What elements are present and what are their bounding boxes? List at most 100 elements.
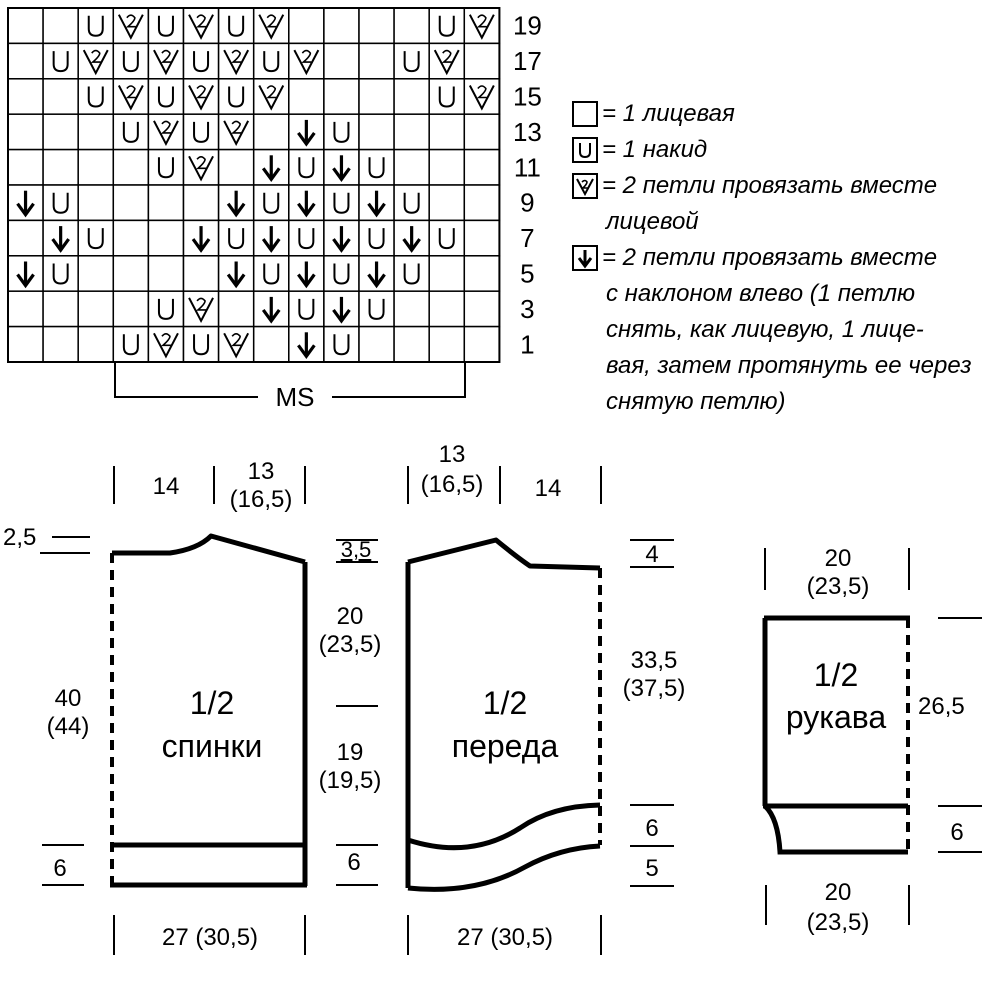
back-height-alt: (44) (47, 713, 90, 740)
yarn-over-cell (288, 290, 325, 328)
front-dimensions: 13 (16,5) 14 4 33,5 (37,5) 6 5 27 (30,5) (407, 441, 685, 955)
yarn-over-cell (147, 78, 185, 115)
knit-cell (217, 148, 255, 186)
yarn-over-cell (428, 219, 466, 257)
knit-cell (112, 219, 150, 257)
knit-cell (323, 78, 360, 115)
knit-cell (112, 184, 150, 222)
yarn-over-cell (323, 255, 360, 292)
knit-cell (358, 78, 395, 115)
knit-cell (428, 113, 466, 151)
legend-k2tog: = 2 петли провязать вместе (572, 168, 997, 204)
ssk-cell (217, 255, 255, 292)
back-piece: 1/2 спинки (110, 533, 308, 888)
sleeve-label-1: 1/2 (814, 657, 858, 693)
front-bottom-width: 27 (30,5) (457, 924, 553, 951)
yarn-over-cell (112, 42, 150, 80)
back-label-1: 1/2 (190, 685, 234, 721)
legend-ssk: = 2 петли провязать вместе (572, 240, 997, 276)
knit-cell (288, 78, 325, 115)
ssk-cell (288, 113, 325, 151)
knit-cell (42, 7, 79, 45)
yarn-over-cell (428, 78, 466, 115)
knit-cell (182, 255, 220, 292)
front-piece: 1/2 переда (405, 537, 602, 892)
k2tog-cell (217, 113, 255, 151)
knit-cell (112, 255, 150, 292)
k2tog-cell (147, 42, 185, 80)
middle-hem-dim: 6 (347, 849, 360, 876)
row-label: 17 (513, 46, 542, 76)
legend-yarn-over: = 1 накид (572, 132, 997, 168)
knit-cell (7, 219, 44, 257)
ssk-symbol-icon (572, 245, 598, 271)
k2tog-cell (147, 113, 185, 151)
yarn-over-cell (252, 42, 290, 80)
knit-cell (77, 255, 115, 292)
knit-cell (7, 325, 44, 363)
yarn-over-cell (252, 184, 290, 222)
yarn-over-cell (217, 7, 255, 45)
yarn-over-cell (77, 219, 115, 257)
k2tog-cell (112, 7, 150, 45)
legend-ssk-cont-2: снять, как лицевую, 1 лице- (572, 312, 997, 348)
knit-cell (358, 42, 395, 80)
armhole-dim: 20 (337, 603, 364, 630)
row-label: 1 (520, 329, 534, 359)
row-label: 19 (513, 11, 542, 41)
legend-ssk-cont-3: вая, затем протянуть ее через (572, 348, 997, 384)
stitch-chart (7, 7, 501, 363)
yarn-over-cell (393, 42, 430, 80)
knit-cell (463, 325, 501, 363)
knit-cell (147, 255, 185, 292)
yarn-over-cell (182, 42, 220, 80)
legend-ssk-text: = 2 петли провязать вместе (602, 244, 938, 271)
sleeve-bottom-dim: 20 (825, 879, 852, 906)
knit-cell (77, 290, 115, 328)
knit-cell (77, 184, 115, 222)
knit-cell (112, 290, 150, 328)
yarn-over-cell (112, 325, 150, 363)
legend-knit: = 1 лицевая (572, 96, 997, 132)
back-height: 40 (55, 685, 82, 712)
k2tog-cell (217, 42, 255, 80)
yarn-over-cell (147, 7, 185, 45)
knit-cell (7, 290, 44, 328)
ssk-cell (182, 219, 220, 257)
yarn-over-cell (147, 148, 185, 186)
knit-cell (7, 7, 44, 45)
yarn-over-cell (428, 7, 466, 45)
knit-cell (77, 113, 115, 151)
yarn-over-cell (323, 184, 360, 222)
knit-cell (7, 113, 44, 151)
ssk-cell (252, 290, 290, 328)
ssk-cell (7, 184, 44, 222)
knit-cell (288, 7, 325, 45)
k2tog-cell (252, 78, 290, 115)
sleeve-top-dim-alt: (23,5) (807, 573, 870, 600)
yarn-over-cell (323, 325, 360, 363)
knit-cell (463, 290, 501, 328)
knit-cell (217, 290, 255, 328)
yarn-over-cell (252, 255, 290, 292)
sleeve-bottom-dim-alt: (23,5) (807, 909, 870, 936)
side-dim: 19 (337, 739, 364, 766)
armhole-dim-alt: (23,5) (319, 631, 382, 658)
k2tog-cell (288, 42, 325, 80)
ssk-cell (288, 325, 325, 363)
knit-cell (323, 42, 360, 80)
row-label: 9 (520, 188, 534, 218)
back-label-2: спинки (162, 728, 263, 764)
ssk-cell (323, 148, 360, 186)
legend-ssk-text-3: снять, как лицевую, 1 лице- (606, 316, 924, 343)
back-shoulder-slope: 2,5 (3, 524, 36, 551)
symbol-legend: = 1 лицевая = 1 накид = 2 петли провязат… (572, 96, 997, 420)
knit-cell (77, 148, 115, 186)
chart-border (7, 7, 501, 363)
yarn-over-cell (358, 219, 395, 257)
k2tog-cell (217, 325, 255, 363)
front-label-1: 1/2 (483, 685, 527, 721)
sleeve-piece: 1/2 рукава (762, 615, 910, 855)
knit-cell (393, 113, 430, 151)
k2tog-cell (147, 325, 185, 363)
